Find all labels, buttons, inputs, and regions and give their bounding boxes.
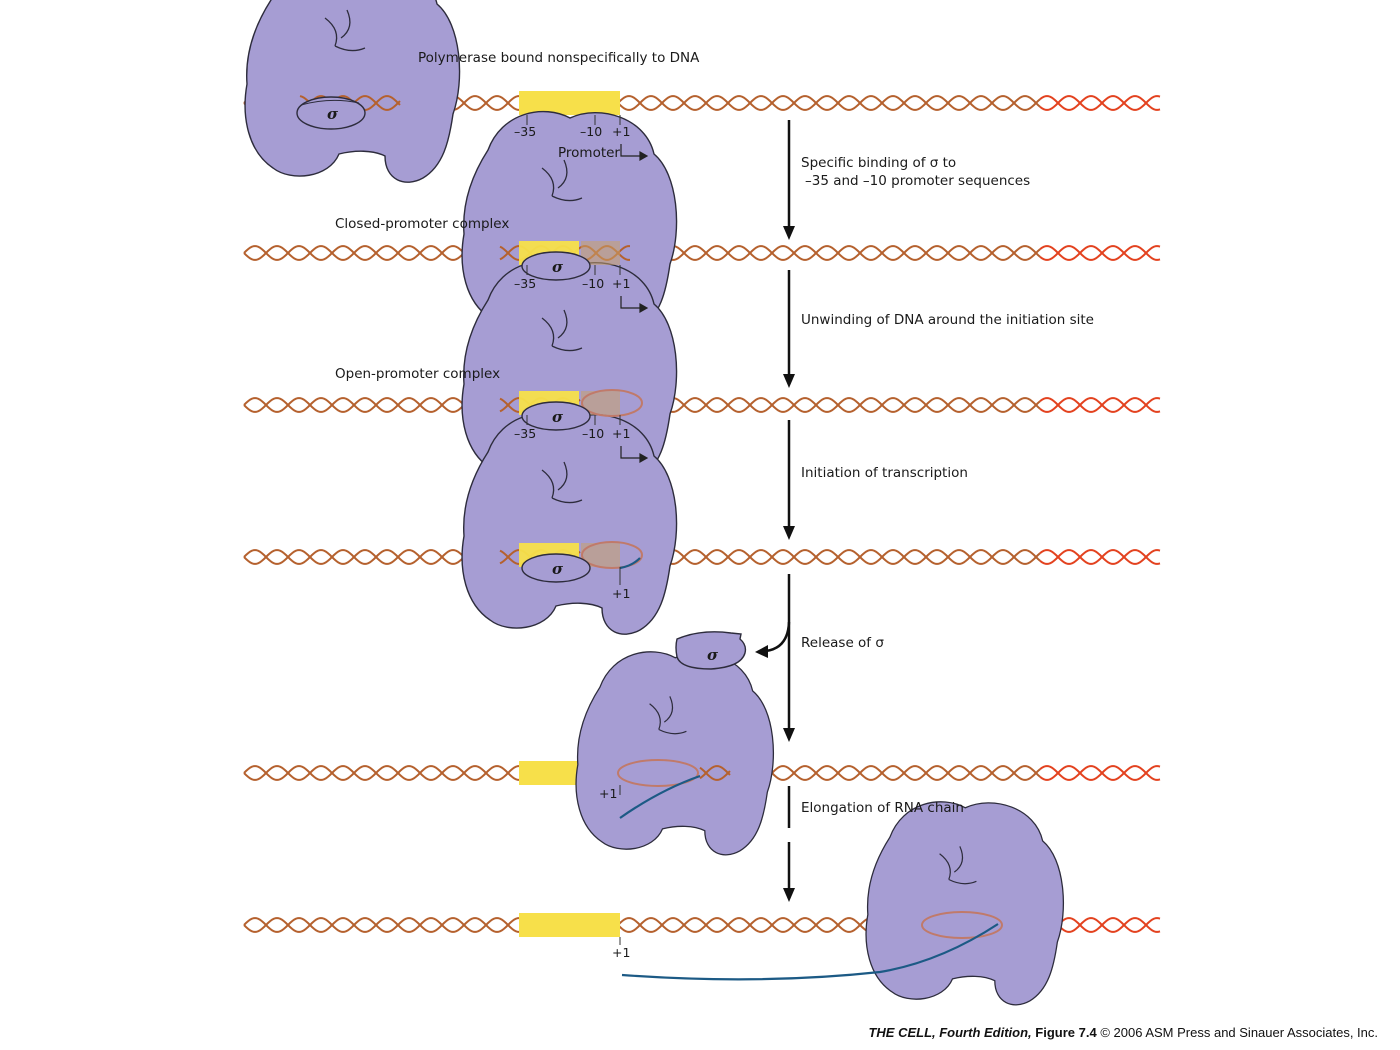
dna-far-row4-strand1 bbox=[1039, 549, 1161, 565]
tick-p1-1: +1 bbox=[612, 124, 630, 139]
polymerase-holoenzyme-1 bbox=[244, 0, 461, 183]
process-arrows bbox=[755, 120, 795, 902]
footer-figure: Figure 7.4 bbox=[1035, 1025, 1097, 1040]
transcription-bubbles bbox=[581, 389, 1003, 939]
sigma-label-4: σ bbox=[552, 560, 564, 578]
dna-far-row5-strand1 bbox=[1039, 765, 1161, 781]
start-site-arrows bbox=[620, 144, 649, 464]
sigma-label-1: σ bbox=[327, 105, 339, 123]
sigma-label-released: σ bbox=[707, 646, 719, 664]
rna-elongating-2 bbox=[621, 923, 999, 981]
dna-far-row4-strand2 bbox=[1039, 549, 1161, 565]
polymerase-initiation bbox=[461, 412, 678, 635]
position-labels: –35 –10 +1 –35 –10 +1 –35 –10 +1 +1 +1 +… bbox=[514, 124, 630, 960]
label-open-complex: Open-promoter complex bbox=[335, 366, 500, 382]
figure-credit: THE CELL, Fourth Edition, Figure 7.4 © 2… bbox=[868, 1025, 1378, 1040]
tick-p1-6: +1 bbox=[599, 786, 617, 801]
label-promoter: Promoter bbox=[558, 145, 620, 161]
dna-far-row3-strand2 bbox=[1039, 397, 1161, 413]
step-2-caption: Unwinding of DNA around the initiation s… bbox=[801, 312, 1094, 328]
tick-m35-1: –35 bbox=[514, 124, 536, 139]
polymerase-core-downstream bbox=[865, 801, 1065, 1006]
step-1-caption-line1: Specific binding of σ to bbox=[801, 155, 956, 171]
dna-far-row1-strand2 bbox=[1039, 95, 1161, 111]
polymerase-core-elongating bbox=[575, 651, 775, 856]
tick-m10-1: –10 bbox=[580, 124, 602, 139]
step-3-caption: Initiation of transcription bbox=[801, 465, 968, 481]
dna-front-row5-strand1 bbox=[699, 765, 731, 780]
sigma-subunit-3: σ bbox=[521, 401, 591, 431]
tick-m35-3: –35 bbox=[514, 426, 536, 441]
tick-p1-7: +1 bbox=[612, 945, 630, 960]
bubble-initiation bbox=[581, 541, 643, 569]
bubble-open bbox=[581, 389, 643, 417]
bubble-elongation-2 bbox=[921, 911, 1003, 939]
promoter-box-7 bbox=[519, 913, 620, 937]
rna-initial bbox=[619, 557, 641, 570]
promoter-box-1 bbox=[519, 91, 620, 115]
sigma-label-2: σ bbox=[552, 258, 564, 276]
step-4-caption: Release of σ bbox=[801, 635, 884, 651]
tick-m35-2: –35 bbox=[514, 276, 536, 291]
tick-p1-3: +1 bbox=[612, 426, 630, 441]
polymerase-closed-complex bbox=[461, 110, 678, 333]
sigma-label-3: σ bbox=[552, 408, 564, 426]
tick-p1-4: +1 bbox=[612, 586, 630, 601]
dna-front-row5-strand2 bbox=[699, 766, 731, 781]
footer-title: THE CELL, Fourth Edition, bbox=[868, 1025, 1032, 1040]
dna-far-row2-strand2 bbox=[1039, 245, 1161, 261]
dna-far-row1-strand1 bbox=[1039, 95, 1161, 111]
tick-p1-2: +1 bbox=[612, 276, 630, 291]
footer-copyright: © 2006 ASM Press and Sinauer Associates,… bbox=[1100, 1025, 1378, 1040]
tick-m10-2: –10 bbox=[582, 276, 604, 291]
sigma-subunit-released: σ bbox=[675, 631, 747, 670]
position-ticks bbox=[526, 115, 621, 945]
step-5-caption: Elongation of RNA chain bbox=[801, 800, 964, 816]
polymerase-open-complex bbox=[461, 260, 678, 483]
rna-transcripts bbox=[619, 557, 999, 981]
sigma-subunit-2: σ bbox=[521, 251, 591, 281]
label-closed-complex: Closed-promoter complex bbox=[335, 216, 509, 232]
step-1-caption-line2: –35 and –10 promoter sequences bbox=[805, 173, 1030, 189]
dna-far-row3-strand1 bbox=[1039, 397, 1161, 413]
dna-far-row5-strand2 bbox=[1039, 765, 1161, 781]
sigma-subunit-1: σ bbox=[296, 96, 366, 130]
rna-elongating-1 bbox=[619, 774, 701, 819]
dna-far-row2-strand1 bbox=[1039, 245, 1161, 261]
bubble-elongation-1 bbox=[617, 759, 699, 787]
sigma-subunit-4: σ bbox=[521, 553, 591, 583]
label-nonspecific-binding: Polymerase bound nonspecifically to DNA bbox=[418, 50, 700, 66]
tick-m10-3: –10 bbox=[582, 426, 604, 441]
